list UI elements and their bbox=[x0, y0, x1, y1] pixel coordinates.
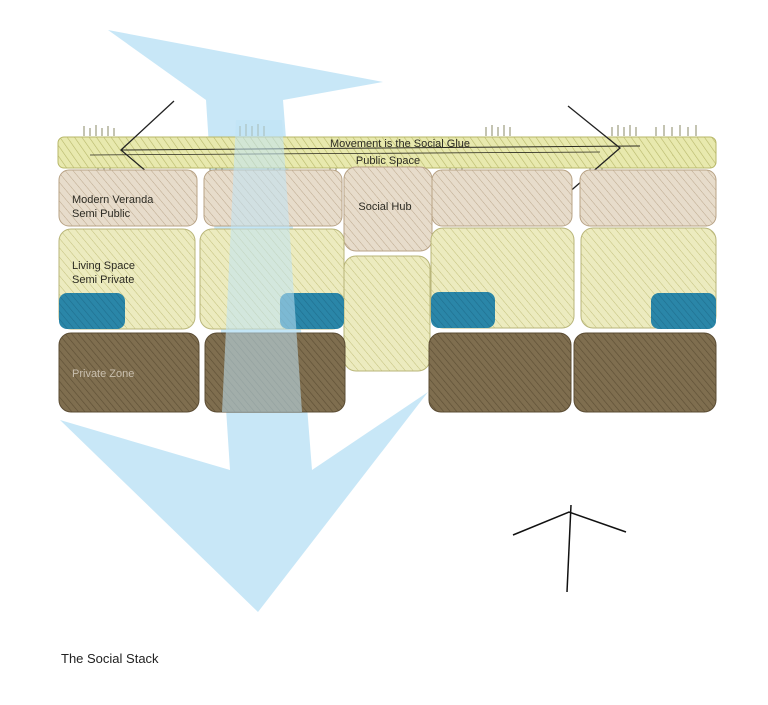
movement-label: Movement is the Social Glue bbox=[330, 138, 470, 150]
veranda-block-3 bbox=[431, 169, 573, 227]
private-zone-label: Private Zone bbox=[72, 368, 134, 380]
veranda-block-1 bbox=[58, 169, 198, 227]
living-label-line1: Living Space bbox=[72, 260, 135, 272]
living-center-block bbox=[343, 255, 431, 372]
blue-block-3 bbox=[431, 292, 495, 328]
private-block-4 bbox=[573, 332, 717, 413]
diagram-caption: The Social Stack bbox=[61, 651, 159, 666]
blue-accents bbox=[59, 292, 716, 329]
blue-block-1 bbox=[59, 293, 125, 329]
public-space-label: Public Space bbox=[356, 155, 420, 167]
north-arrow-icon bbox=[512, 504, 627, 593]
veranda-label-line2: Semi Public bbox=[72, 208, 131, 220]
movement-arrow-shaft-overlay bbox=[222, 120, 302, 412]
blue-block-4 bbox=[651, 293, 716, 329]
veranda-block-4 bbox=[579, 169, 717, 227]
veranda-label-line1: Modern Veranda bbox=[72, 194, 154, 206]
private-block-1 bbox=[58, 332, 200, 413]
private-block-3 bbox=[428, 332, 572, 413]
social-hub-label: Social Hub bbox=[358, 201, 411, 213]
living-label-line2: Semi Private bbox=[72, 274, 134, 286]
blue-block-2 bbox=[280, 293, 344, 329]
